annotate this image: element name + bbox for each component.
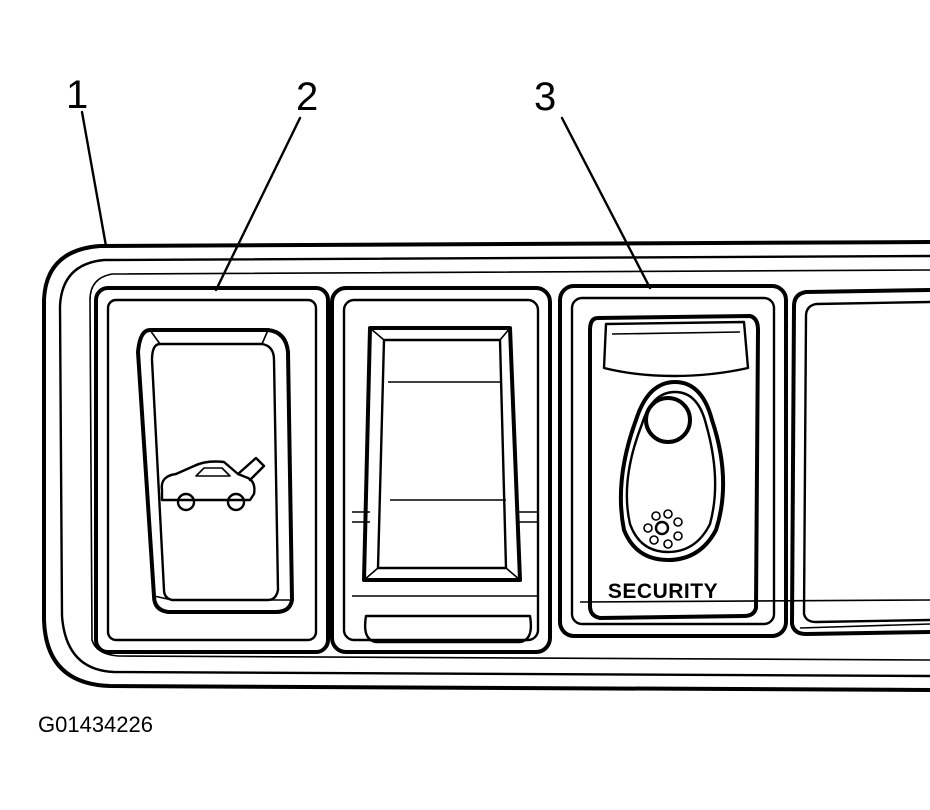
leader-line-1: [80, 110, 108, 248]
leader-lines: [80, 110, 652, 292]
bezel: [42, 240, 930, 692]
trunk-release-switch: [94, 286, 330, 654]
callout-number-2: 2: [296, 75, 318, 119]
trunk-open-icon: [160, 456, 266, 512]
center-switch: [330, 286, 552, 654]
leader-line-2: [214, 116, 302, 292]
security-switch: SECURITY: [558, 284, 788, 638]
callout-number-1: 1: [66, 73, 88, 117]
figure-id: G01434226: [38, 712, 153, 737]
callout-number-3: 3: [534, 75, 556, 119]
key-fob-icon: [618, 380, 726, 562]
right-partial-switch: [790, 288, 930, 636]
security-label: SECURITY: [608, 580, 718, 603]
leader-line-3: [560, 116, 652, 290]
